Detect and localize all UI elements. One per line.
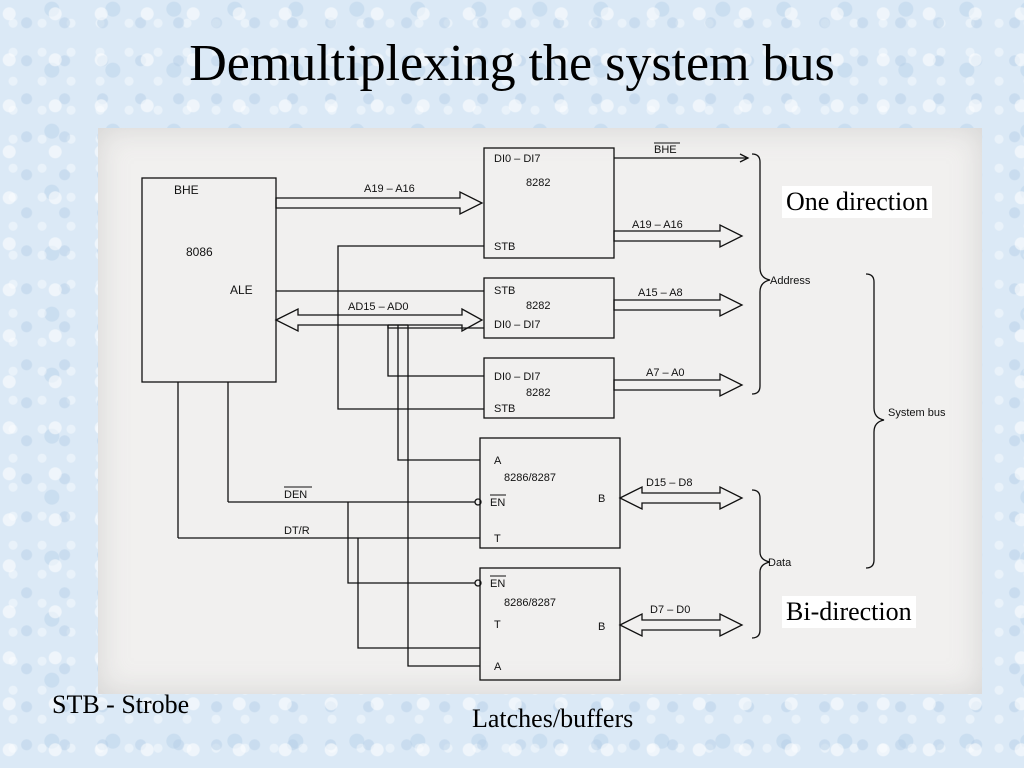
trans1-a-label: A: [494, 455, 502, 467]
trans1-name-label: 8286/8287: [504, 472, 556, 484]
a19-a16-output-arrow: [613, 223, 744, 249]
trans1-t-label: T: [494, 533, 501, 545]
bi-direction-annotation: Bi-direction: [782, 596, 916, 628]
latch3-name-label: 8282: [526, 387, 550, 399]
transceiver-1-box: [479, 437, 621, 549]
d7-d0-bus-arrow: [618, 612, 744, 638]
bhe-out-label: BHE: [654, 144, 677, 156]
d15-d8-label: D15 – D8: [646, 477, 692, 489]
diagram-svg: BHE 8086 ALE A19 – A16 AD15 – AD0 DEN DT…: [141, 142, 946, 681]
data-bus-label: Data: [768, 557, 792, 569]
trans2-a-label: A: [494, 661, 502, 673]
latch3-stb-label: STB: [494, 403, 515, 415]
a19-a16-in-label: A19 – A16: [364, 183, 415, 195]
ad-bus-to-trans1: [397, 325, 480, 461]
trans2-en-label: EN: [490, 578, 505, 590]
cpu-bhe-label: BHE: [174, 183, 199, 197]
dtr-label: DT/R: [284, 525, 310, 537]
stb1-wire: [337, 245, 484, 291]
data-brace: [751, 489, 771, 639]
ad-bus-to-latch3: [387, 325, 484, 377]
den-to-trans2: [347, 502, 475, 584]
latch2-stb-label: STB: [494, 285, 515, 297]
trans2-name-label: 8286/8287: [504, 597, 556, 609]
bhe-output-arrowhead: [739, 153, 750, 163]
den-bubble-1: [474, 498, 482, 506]
latch1-name-label: 8282: [526, 177, 550, 189]
one-direction-annotation: One direction: [782, 186, 933, 218]
a19-a16-input-arrow: [275, 190, 484, 216]
slide-title: Demultiplexing the system bus: [189, 35, 835, 92]
dtr-to-trans2: [357, 538, 480, 649]
cpu-8086-box: [141, 177, 277, 383]
latch-8282-1-box: [483, 147, 615, 259]
system-bus-brace: [865, 273, 885, 569]
latch1-di-label: DI0 – DI7: [494, 153, 540, 165]
a7-a0-output-arrow: [613, 372, 744, 398]
trans1-b-label: B: [598, 493, 605, 505]
den-label: DEN: [284, 489, 307, 501]
latches-caption: Latches/buffers: [472, 704, 634, 733]
a15-a8-label: A15 – A8: [638, 287, 683, 299]
latch2-name-label: 8282: [526, 300, 550, 312]
stb3-wire: [337, 291, 484, 410]
address-bus-label: Address: [770, 275, 811, 287]
cpu-ale-label: ALE: [230, 283, 253, 297]
trans1-en-label: EN: [490, 497, 505, 509]
address-brace: [751, 153, 771, 395]
transceiver-2-box: [479, 567, 621, 681]
d7-d0-label: D7 – D0: [650, 604, 690, 616]
den-bubble-2: [474, 579, 482, 587]
a15-a8-output-arrow: [613, 292, 744, 318]
a7-a0-label: A7 – A0: [646, 367, 685, 379]
ad-bus-to-trans2: [407, 325, 480, 667]
ad15-ad0-label: AD15 – AD0: [348, 301, 409, 313]
d15-d8-bus-arrow: [618, 485, 744, 511]
trans2-t-label: T: [494, 619, 501, 631]
demultiplexing-diagram: BHE 8086 ALE A19 – A16 AD15 – AD0 DEN DT…: [98, 128, 982, 694]
ad15-ad0-bus-arrow: [274, 307, 484, 333]
a19-a16-out-label: A19 – A16: [632, 219, 683, 231]
cpu-name-label: 8086: [186, 245, 213, 259]
trans2-b-label: B: [598, 621, 605, 633]
latch1-stb-label: STB: [494, 241, 515, 253]
system-bus-label: System bus: [888, 407, 946, 419]
latch2-di-label: DI0 – DI7: [494, 319, 540, 331]
latch3-di-label: DI0 – DI7: [494, 371, 540, 383]
stb-caption: STB - Strobe: [52, 690, 190, 719]
